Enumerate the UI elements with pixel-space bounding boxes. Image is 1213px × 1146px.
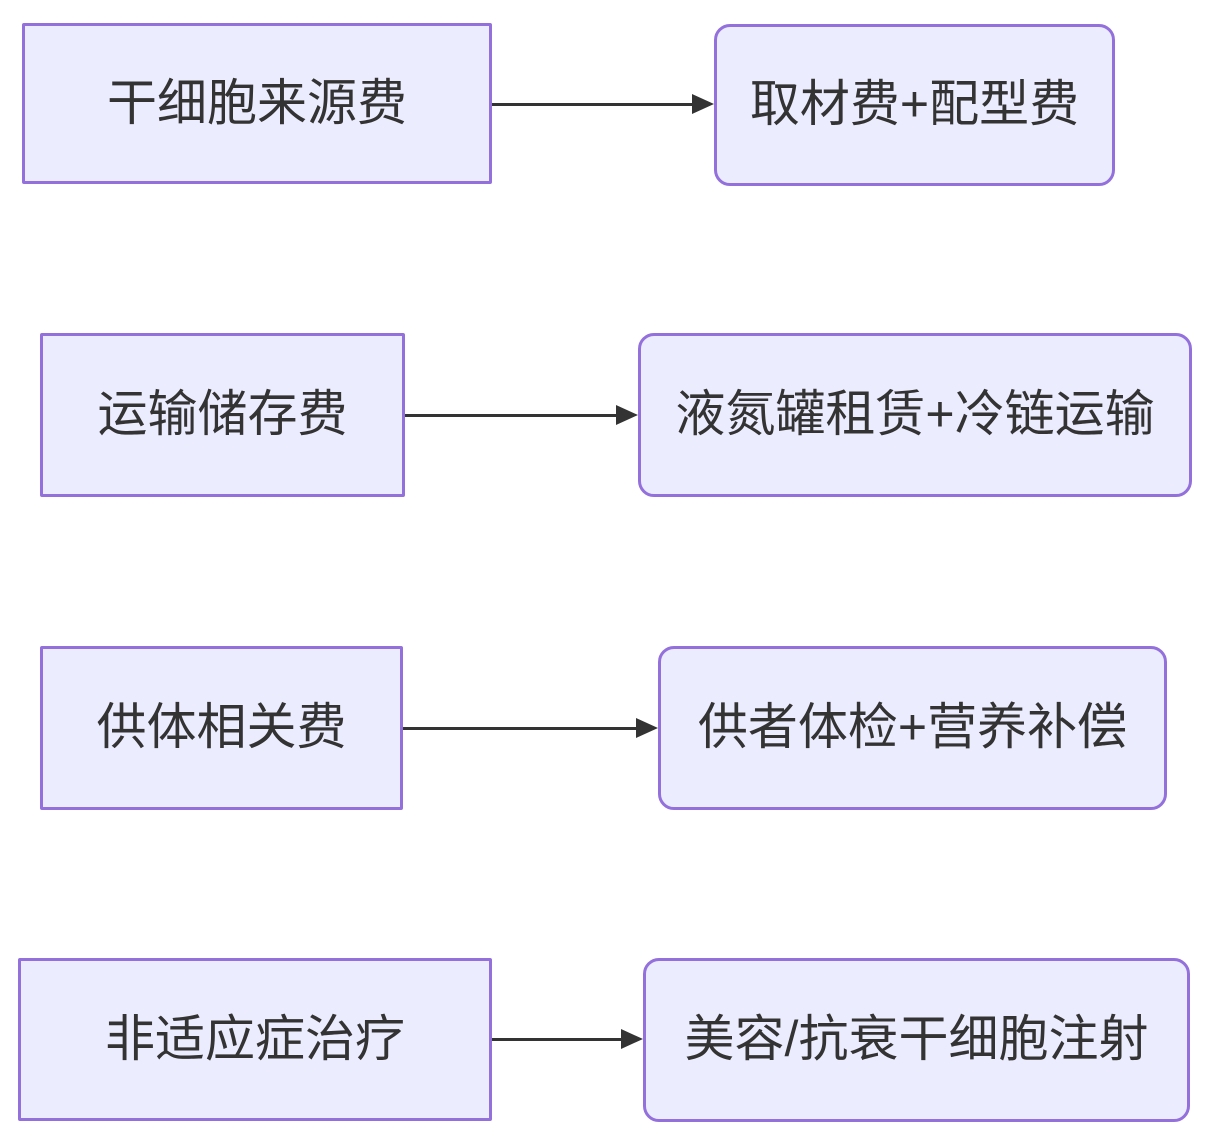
flow-node-target-1: 取材费+配型费 [714,24,1115,186]
flow-arrow-4 [492,1029,643,1049]
flow-node-target-3: 供者体检+营养补偿 [658,646,1167,810]
flow-node-target-4: 美容/抗衰干细胞注射 [643,958,1190,1122]
flow-node-label: 取材费+配型费 [749,76,1080,133]
flow-arrow-2 [405,405,638,425]
flow-node-target-2: 液氮罐租赁+冷链运输 [638,333,1192,497]
flow-node-label: 液氮罐租赁+冷链运输 [675,386,1155,443]
flow-node-source-4: 非适应症治疗 [18,958,492,1121]
flow-node-source-1: 干细胞来源费 [22,23,492,184]
flow-node-label: 非适应症治疗 [105,1010,405,1067]
flow-node-label: 供体相关费 [96,699,347,756]
flow-node-label: 干细胞来源费 [107,74,407,131]
flow-node-label: 运输储存费 [97,386,348,443]
flow-arrow-1 [492,94,714,114]
flow-node-label: 美容/抗衰干细胞注射 [684,1011,1149,1068]
flow-node-label: 供者体检+营养补偿 [697,699,1128,756]
flow-node-source-3: 供体相关费 [40,646,403,810]
flow-node-source-2: 运输储存费 [40,333,405,497]
flow-arrow-3 [403,718,658,738]
